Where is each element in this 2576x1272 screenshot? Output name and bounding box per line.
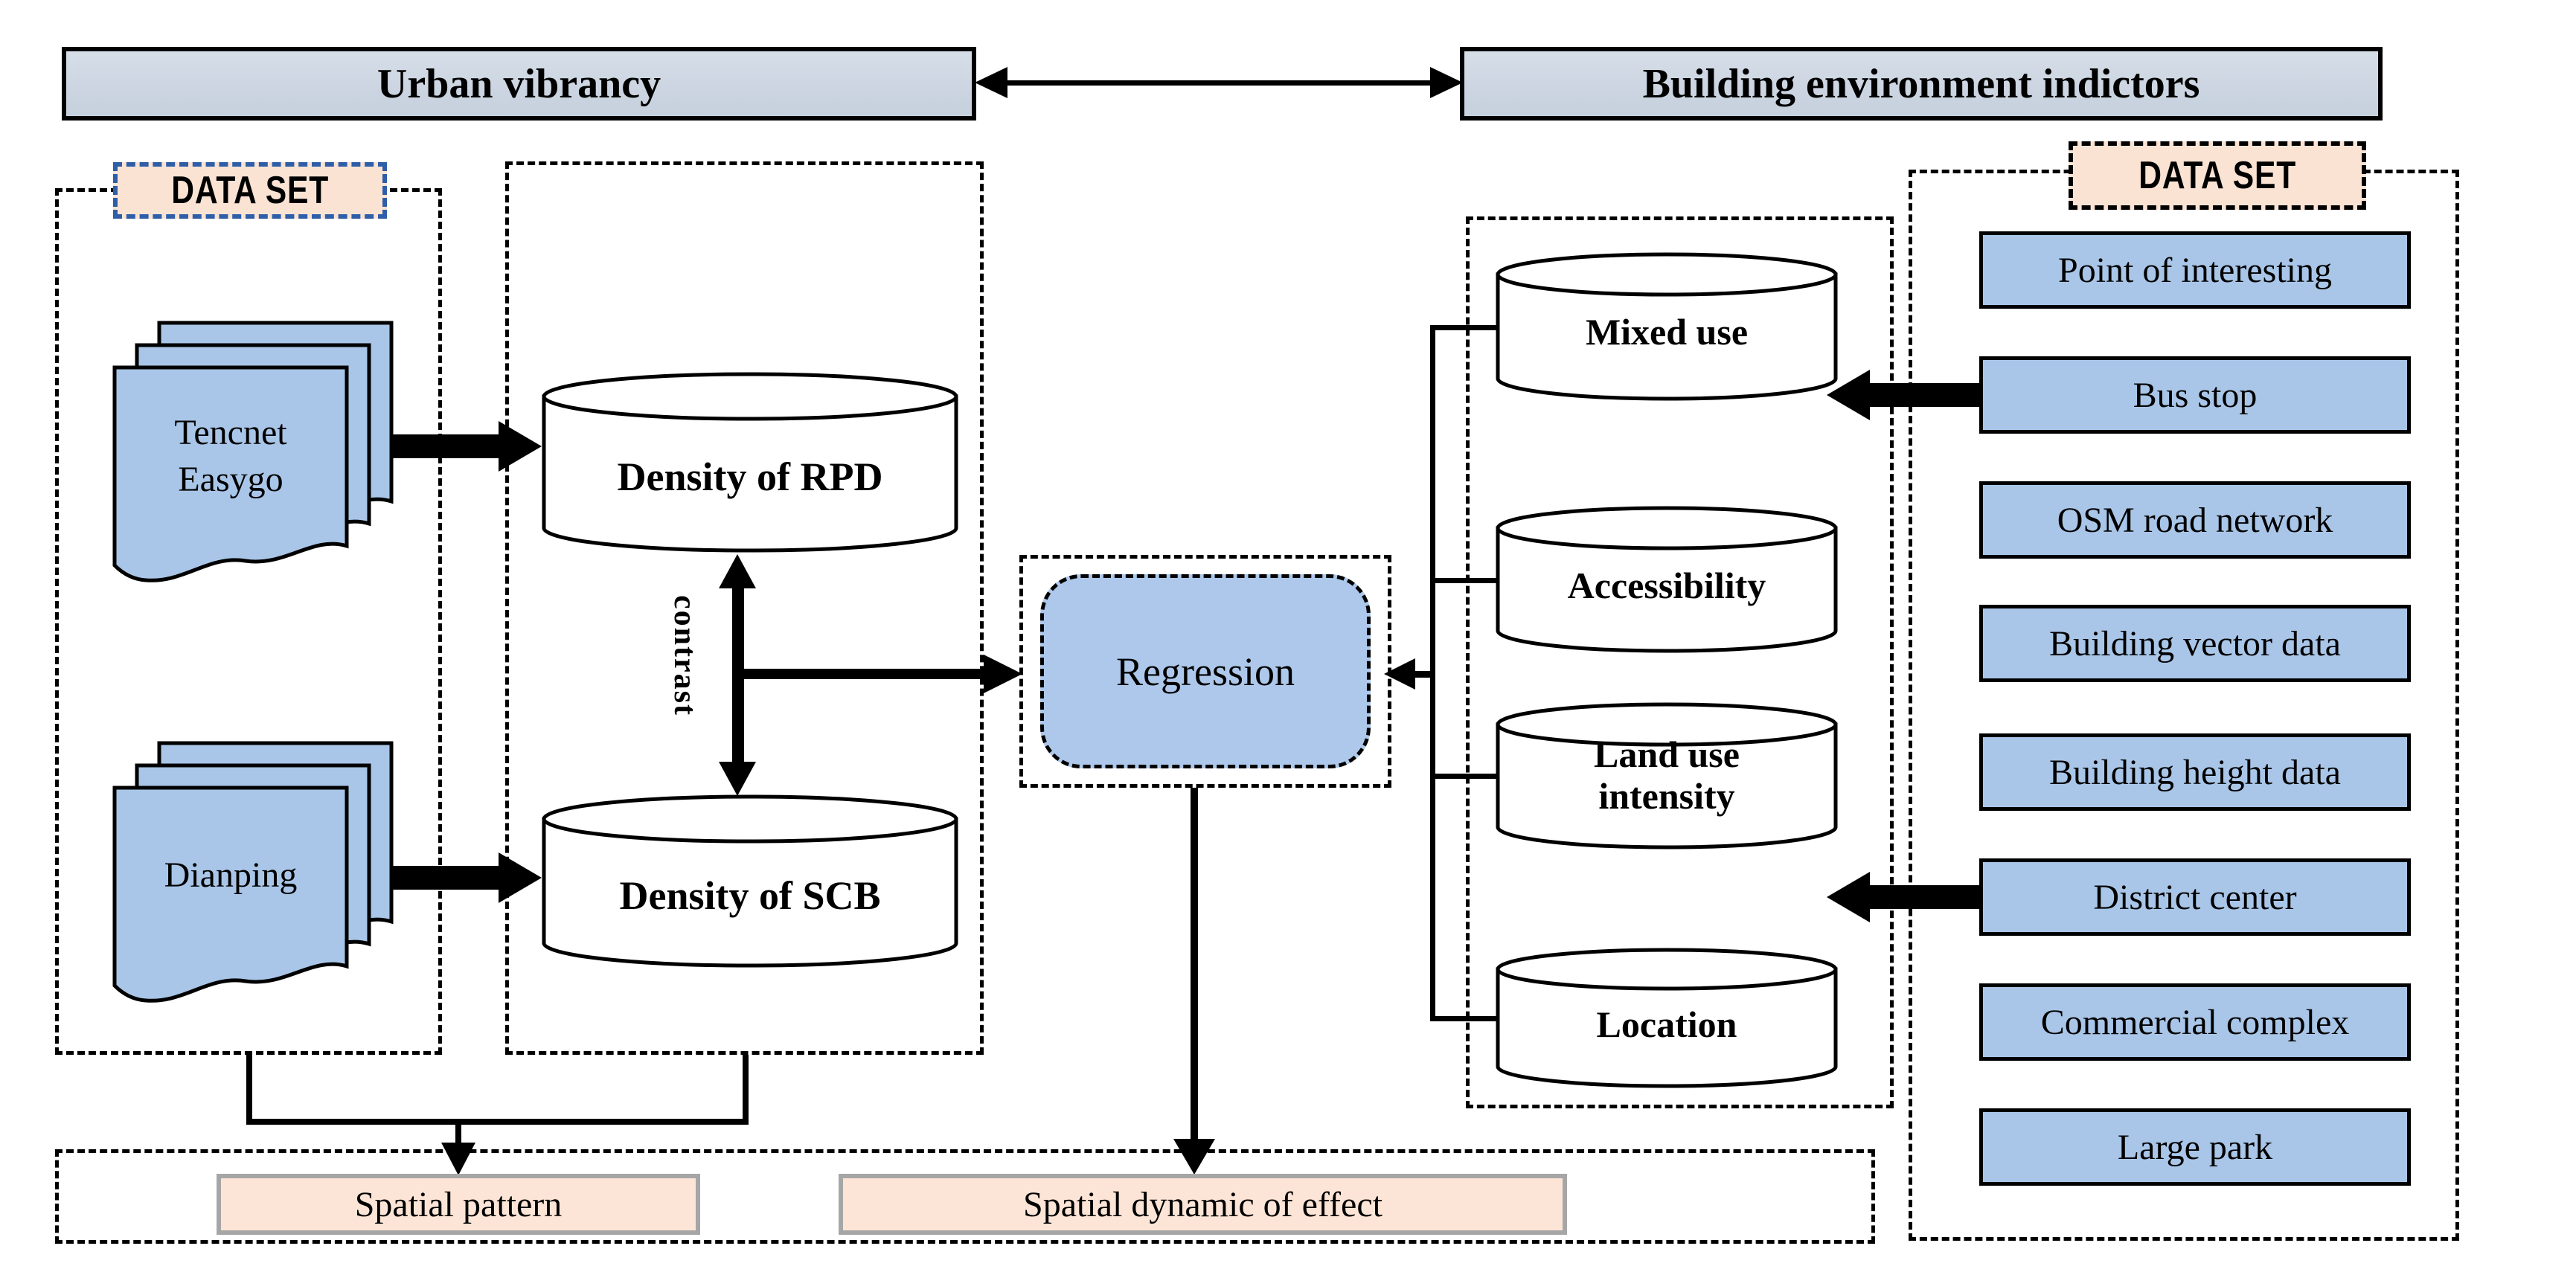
regression-node: Regression [1040,574,1371,768]
arrow-right-icon [499,852,542,903]
cylinder-icon [542,794,958,968]
cylinder-label: Location [1596,1003,1737,1045]
right-dataset-container [1909,170,2459,1241]
arrow-left-icon [1827,872,1870,922]
header-urban-vibrancy: Urban vibrancy [62,47,976,121]
cylinder-icon [1496,506,1838,653]
arrow-busstop-to-mixeduse [1868,383,1981,407]
cylinder-accessibility: Accessibility [1496,506,1838,655]
merge-stub-right [743,1055,749,1125]
bracket-stub-land-use [1430,774,1512,779]
document-stack-dianping: Dianping [112,740,394,1008]
arrow-tencent-to-rpd [393,434,499,458]
document-stack-tencent-easygo: Tencnet Easygo [112,320,394,588]
right-dataset-label-text: DATA SET [2138,154,2296,197]
databox-building-vector-data: Building vector data [1979,605,2411,682]
document-pages-icon [112,741,394,1003]
document-line: Easygo [178,460,283,500]
cylinder-label: Mixed use [1585,311,1749,353]
document-label: Tencnet Easygo [115,409,347,504]
cylinder-label: Accessibility [1567,565,1766,606]
indicators-panel-container [1466,216,1894,1108]
document-pages-icon [112,321,394,582]
regression-output-line [1191,788,1198,1142]
cylinder-location: Location [1496,948,1838,1090]
document-line: Dianping [164,855,298,895]
arrow-right-icon [984,655,1022,693]
cylinder-icon [1496,252,1838,401]
spatial-dynamic-box: Spatial dynamic of effect [839,1174,1567,1235]
contrast-label: contrast [667,595,702,716]
arrow-left-icon [1384,658,1415,690]
arrow-left-icon [1827,370,1870,420]
bracket-stub-mixed-use [1430,325,1512,330]
cylinder-icon [1496,948,1838,1088]
results-container [55,1149,1875,1244]
document-label: Dianping [115,852,347,899]
line-to-regression [738,669,984,679]
databox-point-of-interesting: Point of interesting [1979,231,2411,309]
header-link-line [1003,80,1435,86]
cylinder-label: Density of SCB [619,873,881,918]
merge-down-line [455,1119,461,1146]
header-building-environment: Building environment indictors [1460,47,2383,121]
bracket-stub-location [1430,1016,1512,1021]
arrow-right-icon [1430,67,1463,98]
bracket-stub-accessibility [1430,578,1512,583]
arrow-up-icon [719,554,756,588]
databox-commercial-complex: Commercial complex [1979,983,2411,1061]
databox-building-height-data: Building height data [1979,733,2411,811]
bracket-to-regression-line [1414,671,1433,678]
merge-stub-left [246,1055,252,1125]
cylinder-label: Density of RPD [617,454,883,499]
cylinder-icon [542,372,958,553]
databox-bus-stop: Bus stop [1979,356,2411,434]
arrow-down-icon [1173,1139,1215,1175]
left-dataset-label: DATA SET [113,162,387,219]
cylinder-density-scb: Density of SCB [542,794,958,969]
arrow-down-icon [441,1143,475,1175]
cylinder-label: Land use intensity [1594,733,1740,817]
cylinder-mixed-use: Mixed use [1496,252,1838,402]
spatial-pattern-box: Spatial pattern [217,1174,700,1235]
arrow-district-to-landuse [1868,885,1981,909]
cylinder-land-use-intensity: Land use intensity [1496,702,1838,851]
cylinder-density-rpd: Density of RPD [542,372,958,554]
merge-line [246,1119,749,1125]
databox-osm-road-network: OSM road network [1979,481,2411,559]
arrow-right-icon [499,421,542,472]
document-line: Tencnet [174,413,287,452]
right-dataset-label: DATA SET [2069,141,2366,210]
vibrancy-panel-container [505,161,984,1055]
databox-large-park: Large park [1979,1108,2411,1186]
databox-district-center: District center [1979,858,2411,936]
arrow-dianping-to-scb [393,866,499,890]
left-dataset-label-text: DATA SET [171,169,329,212]
arrow-left-icon [975,67,1007,98]
cylinder-icon [1496,702,1838,849]
arrow-down-icon [719,762,756,796]
